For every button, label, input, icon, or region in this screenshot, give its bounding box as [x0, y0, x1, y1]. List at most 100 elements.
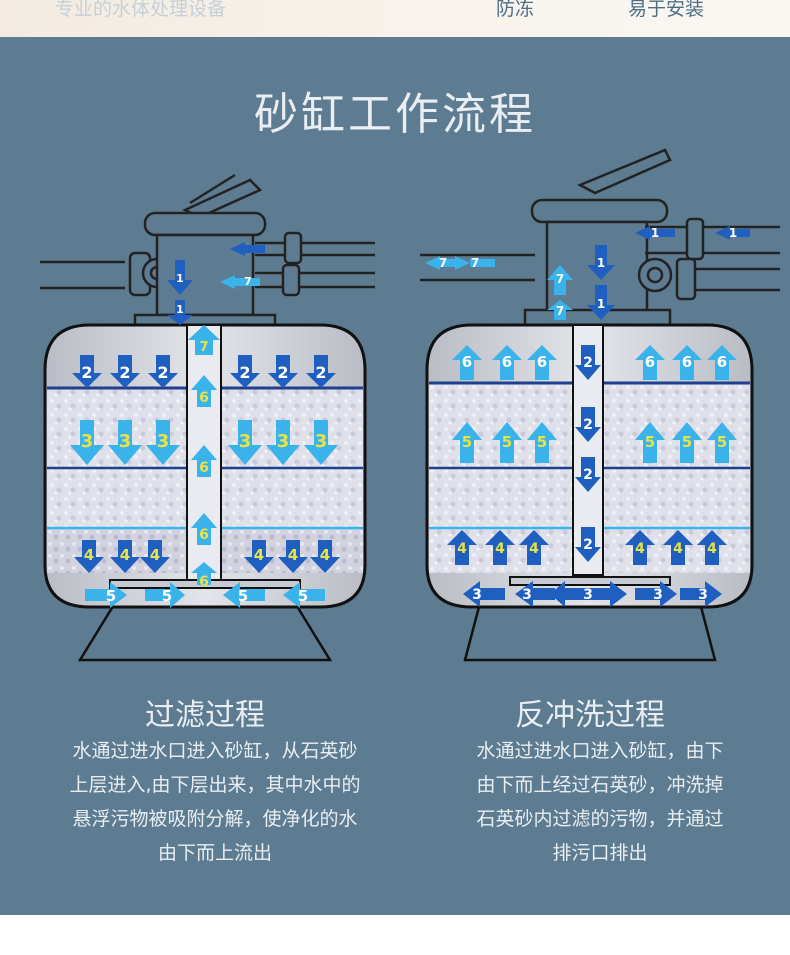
filtration-desc-line: 水通过进水口进入砂缸，从石英砂 [72, 740, 358, 762]
step-label-2: 2 [157, 363, 168, 382]
step-label-2: 2 [583, 537, 593, 553]
step-label-2: 2 [583, 417, 593, 433]
step-label-1: 1 [651, 226, 659, 240]
step-3-arrows [463, 581, 722, 607]
step-label-3: 3 [653, 587, 663, 603]
step-4-arrows [74, 540, 340, 573]
step-label-2: 2 [239, 363, 250, 382]
backwash-desc-line: 由下而上经过石英砂，冲洗掉 [476, 774, 724, 796]
step-label-5: 5 [717, 433, 727, 451]
step-6-arrows [191, 375, 217, 585]
page-title: 砂缸工作流程 [254, 89, 536, 140]
filtration-diagram: 1 1 7 7 2 2 2 2 2 2 3 3 3 3 3 3 [40, 173, 375, 662]
step-label-4: 4 [529, 541, 539, 557]
step-label-1: 1 [597, 297, 605, 311]
backwash-diagram: 1 1 1 1 7 7 7 7 6 6 6 6 6 6 [420, 148, 780, 662]
step-label-6: 6 [199, 574, 209, 590]
inlet-pipe [255, 231, 375, 297]
step-label-3: 3 [277, 431, 290, 452]
step-label-5: 5 [298, 587, 308, 605]
step-label-7: 7 [471, 256, 479, 270]
tank-stand [77, 602, 333, 662]
step-label-5: 5 [645, 433, 655, 451]
step-7-arrows [425, 256, 573, 320]
step-label-5: 5 [106, 587, 116, 605]
waste-pipe [420, 253, 535, 282]
step-label-5: 5 [682, 433, 692, 451]
step-label-4: 4 [150, 546, 160, 564]
step-label-7: 7 [556, 272, 564, 286]
tank-stand [463, 602, 717, 662]
top-banner-strip: 专业的水体处理设备 防冻 易于安装 [0, 0, 790, 37]
step-label-2: 2 [315, 363, 326, 382]
step-label-3: 3 [157, 431, 170, 452]
filtration-description: 水通过进水口进入砂缸，从石英砂 上层进入,由下层出来，其中水中的 悬浮污物被吸附… [35, 734, 395, 870]
step-7-arrows [188, 275, 260, 355]
step-label-4: 4 [288, 546, 298, 564]
step-label-2: 2 [583, 355, 593, 371]
step-1-arrows [587, 226, 750, 320]
step-label-6: 6 [199, 527, 209, 543]
step-label-4: 4 [320, 546, 330, 564]
step-label-3: 3 [698, 587, 708, 603]
step-label-4: 4 [457, 541, 467, 557]
step-label-6: 6 [682, 353, 692, 371]
backwash-title: 反冲洗过程 [515, 698, 665, 733]
step-label-7: 7 [199, 340, 208, 355]
step-label-3: 3 [583, 587, 593, 603]
step-label-1a: 1 [176, 272, 184, 285]
step-2-arrows [72, 355, 336, 388]
banner-label-easy-install: 易于安装 [628, 0, 705, 20]
backwash-description: 水通过进水口进入砂缸，由下 由下而上经过石英砂，冲洗掉 石英砂内过滤的污物，并通… [445, 734, 755, 870]
step-label-3: 3 [119, 431, 132, 452]
step-label-6: 6 [717, 353, 727, 371]
banner-partial-text: 专业的水体处理设备 [55, 0, 227, 20]
step-label-3: 3 [239, 431, 252, 452]
backwash-desc-line: 水通过进水口进入砂缸，由下 [476, 740, 724, 762]
step-label-3: 3 [315, 431, 328, 452]
step-label-7: 7 [556, 304, 564, 318]
step-label-2: 2 [583, 467, 593, 483]
step-label-3: 3 [81, 431, 94, 452]
step-label-5: 5 [537, 433, 547, 451]
backwash-desc-line: 石英砂内过滤的污物，并通过 [476, 808, 724, 830]
step-label-1: 1 [729, 226, 737, 240]
banner-label-antifreeze: 防冻 [496, 0, 535, 20]
step-label-6: 6 [199, 460, 209, 476]
step-label-4: 4 [673, 541, 683, 557]
step-label-4: 4 [707, 541, 717, 557]
step-label-5: 5 [238, 587, 248, 605]
filtration-desc-line: 上层进入,由下层出来，其中水中的 [69, 774, 361, 796]
step-label-3: 3 [522, 587, 532, 603]
filtration-title: 过滤过程 [145, 698, 265, 733]
step-label-6: 6 [537, 353, 547, 371]
step-label-2: 2 [81, 363, 92, 382]
step-4-arrows [447, 530, 727, 565]
step-label-6: 6 [645, 353, 655, 371]
step-label-4: 4 [495, 541, 505, 557]
backwash-desc-line: 排污口排出 [552, 842, 648, 864]
step-label-5: 5 [502, 433, 512, 451]
step-3-arrows [70, 420, 338, 465]
step-label-4: 4 [120, 546, 130, 564]
step-label-2: 2 [119, 363, 130, 382]
step-label-4: 4 [254, 546, 264, 564]
filtration-desc-line: 悬浮污物被吸附分解，使净化的水 [72, 808, 358, 830]
step-label-1: 1 [597, 256, 605, 270]
step-label-5: 5 [162, 587, 172, 605]
inlet-pipe [637, 217, 780, 301]
step-label-7b: 7 [244, 275, 252, 288]
step-label-6: 6 [199, 390, 209, 406]
step-label-3: 3 [472, 587, 482, 603]
step-label-6: 6 [462, 353, 472, 371]
step-5-arrows [452, 422, 737, 463]
outlet-pipe [40, 251, 173, 297]
step-label-6: 6 [502, 353, 512, 371]
step-label-2: 2 [277, 363, 288, 382]
step-label-5: 5 [462, 433, 472, 451]
step-1-arrows [167, 242, 265, 325]
filtration-desc-line: 由下而上流出 [157, 842, 272, 864]
step-6-arrows [452, 345, 737, 380]
step-label-1b: 1 [176, 303, 184, 316]
step-5-arrows [85, 582, 325, 608]
